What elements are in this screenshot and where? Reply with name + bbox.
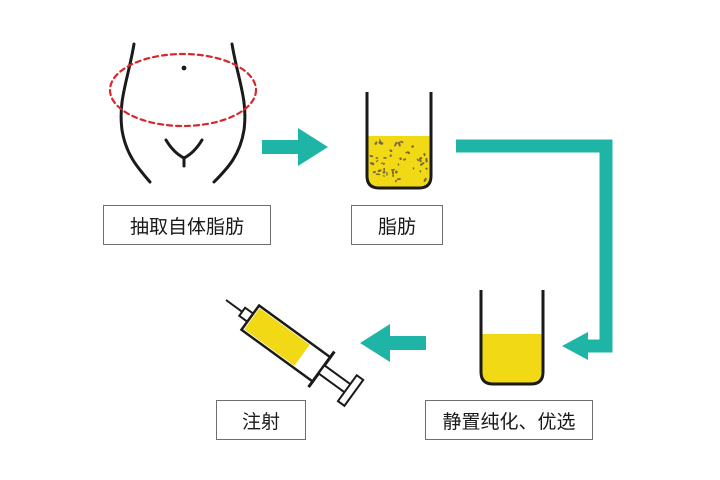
fat-speckle bbox=[389, 149, 393, 152]
arrow-elbow-icon bbox=[456, 139, 613, 360]
fat-speckle bbox=[382, 162, 386, 166]
fat-speckle bbox=[390, 168, 396, 171]
fat-speckle bbox=[389, 154, 392, 157]
fat-speckles bbox=[369, 139, 428, 183]
step-purify-label: 静置纯化、优选 bbox=[425, 400, 593, 440]
fat-speckle bbox=[405, 151, 409, 154]
arrow-left-icon bbox=[360, 324, 426, 362]
beaker-purified-fat-icon bbox=[479, 290, 545, 386]
fat-speckle bbox=[383, 156, 387, 159]
fat-speckle bbox=[375, 157, 379, 159]
fat-speckle bbox=[394, 141, 398, 147]
fat-speckle bbox=[383, 167, 386, 171]
fat-speckle bbox=[392, 174, 395, 178]
fat-speckle bbox=[394, 179, 397, 183]
fat-speckle bbox=[382, 175, 386, 177]
fat-speckle bbox=[379, 139, 382, 143]
fat-speckle bbox=[370, 162, 375, 166]
arrow-right-icon bbox=[262, 128, 328, 166]
fat-speckle bbox=[372, 171, 377, 174]
step-fat-label: 脂肪 bbox=[351, 205, 443, 245]
fat-speckle bbox=[397, 163, 400, 166]
fat-speckle bbox=[375, 173, 381, 176]
fat-speckle bbox=[386, 171, 388, 176]
fat-speckle bbox=[423, 152, 426, 157]
fat-speckle bbox=[382, 170, 386, 174]
fat-speckle bbox=[423, 177, 427, 183]
fat-speckle bbox=[394, 170, 398, 174]
waist-torso-icon bbox=[108, 42, 258, 184]
fat-speckle bbox=[377, 169, 382, 173]
waist-dashed-ellipse bbox=[108, 52, 258, 128]
beaker-raw-fat-icon bbox=[365, 92, 433, 190]
fat-speckle bbox=[416, 158, 420, 162]
fat-speckle bbox=[419, 159, 422, 163]
fat-speckle bbox=[396, 178, 401, 181]
fat-speckle bbox=[403, 158, 407, 161]
syringe-icon bbox=[225, 299, 365, 408]
fat-speckle bbox=[374, 143, 377, 145]
fat-speckle bbox=[380, 162, 384, 164]
fat-speckle bbox=[420, 163, 422, 166]
fat-speckle bbox=[412, 167, 415, 170]
fat-speckle bbox=[419, 170, 422, 173]
fat-speckle bbox=[399, 157, 402, 160]
step-inject-label: 注射 bbox=[216, 400, 306, 440]
fat-speckle bbox=[398, 141, 401, 144]
fat-speckle bbox=[425, 167, 428, 170]
fat-speckle bbox=[369, 155, 374, 158]
step-extract-fat-label: 抽取自体脂肪 bbox=[103, 205, 271, 245]
fat-speckle bbox=[378, 141, 384, 145]
fat-speckle bbox=[411, 145, 414, 148]
fat-speckle bbox=[391, 170, 394, 175]
fat-speckle bbox=[375, 159, 379, 163]
fat-speckle bbox=[400, 140, 404, 144]
fat-speckle bbox=[419, 157, 423, 160]
fat-speckle bbox=[425, 157, 428, 163]
